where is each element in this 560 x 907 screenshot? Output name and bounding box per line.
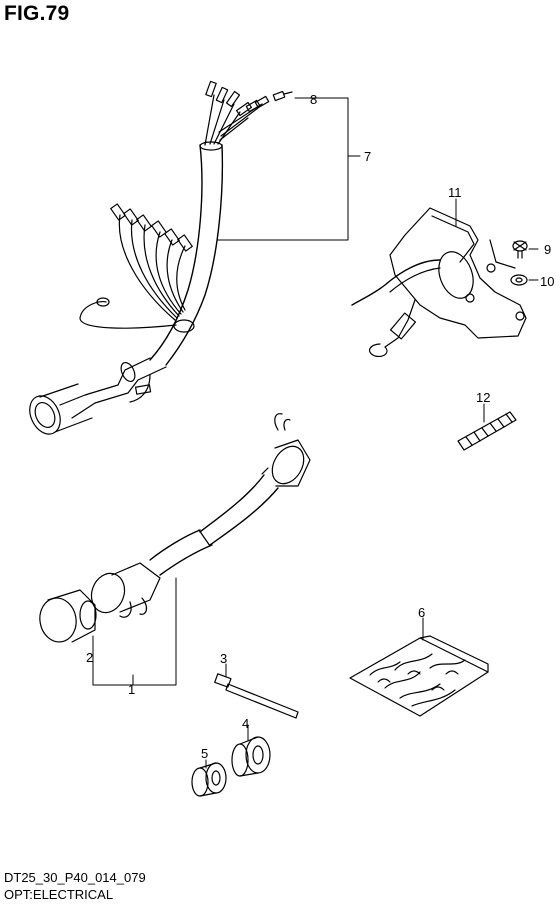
callout-2: 2: [86, 650, 93, 665]
harness-main-icon: [29, 80, 293, 435]
bag-icon: [349, 635, 489, 717]
washer-icon: [510, 274, 528, 286]
switch-icon: [351, 207, 527, 357]
callout-4: 4: [242, 716, 249, 731]
callout-10: 10: [540, 274, 554, 289]
harness-extension-icon: [90, 413, 311, 618]
terminal-icon: [272, 90, 293, 102]
callout-1: 1: [128, 682, 135, 697]
threaded-pin-icon: [457, 411, 517, 451]
figure-code: DT25_30_P40_014_079: [4, 870, 146, 885]
callout-11: 11: [448, 185, 462, 200]
cable-tie-icon: [214, 673, 299, 719]
callout-9: 9: [544, 242, 551, 257]
figure-caption: OPT:ELECTRICAL: [4, 887, 114, 902]
callout-12: 12: [476, 390, 490, 405]
callout-bracket-1: [92, 577, 177, 686]
callout-5: 5: [201, 746, 208, 761]
callout-6: 6: [418, 605, 425, 620]
screw-icon: [512, 240, 528, 259]
callout-3: 3: [220, 651, 227, 666]
plug-cap-icon: [39, 589, 97, 643]
callout-7: 7: [364, 149, 371, 164]
figure-title: FIG.79: [4, 2, 70, 25]
grommet-large-icon: [231, 736, 271, 777]
grommet-small-icon: [191, 762, 227, 797]
callout-8: 8: [310, 92, 317, 107]
callout-bracket-7: [217, 97, 361, 241]
